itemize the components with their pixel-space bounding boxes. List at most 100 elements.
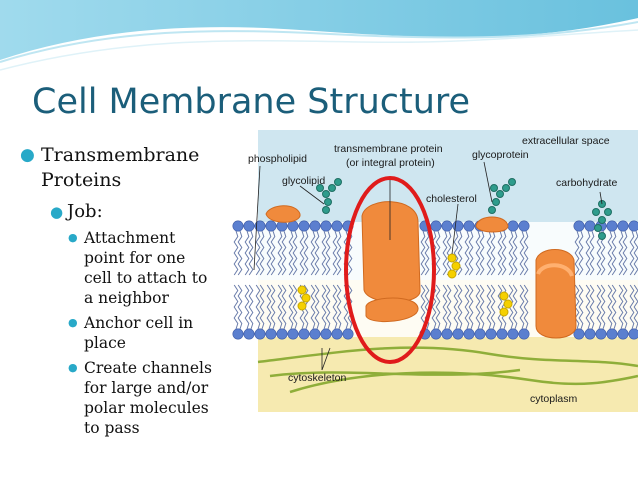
phospholipid-head: [298, 220, 310, 232]
phospholipid-head: [573, 328, 585, 340]
phospholipid-head: [452, 328, 464, 340]
phospholipid-head: [331, 328, 343, 340]
bullet-dot-icon: ●: [50, 203, 64, 221]
bullet-level3: ● Anchor cell in place: [20, 313, 235, 353]
bullet-line: polar molecules: [84, 399, 209, 417]
phospholipid-tail: [446, 284, 452, 330]
phospholipid-head: [507, 328, 519, 340]
phospholipid-head: [441, 328, 453, 340]
label-glycoprotein: glycoprotein: [472, 149, 529, 161]
bullet-line: Transmembrane: [41, 144, 200, 166]
phospholipid-head: [309, 328, 321, 340]
header-wave-decoration: [0, 0, 638, 71]
phospholipid-tail: [486, 284, 492, 330]
phospholipid-head: [232, 220, 244, 232]
bullet-level3: ● Attachment point for one cell to attac…: [20, 228, 235, 308]
phospholipid-head: [430, 328, 442, 340]
bullet-line: Attachment: [84, 229, 176, 247]
phospholipid-tail: [468, 284, 474, 330]
label-integral-protein: (or integral protein): [346, 157, 435, 169]
phospholipid-tail: [618, 284, 624, 330]
phospholipid-head: [584, 220, 596, 232]
phospholipid-tail: [233, 230, 239, 276]
phospholipid-head: [287, 328, 299, 340]
bullet-dot-icon: ●: [68, 316, 78, 329]
phospholipid-head: [232, 328, 244, 340]
phospholipid-tail: [292, 284, 298, 330]
bullet-dot-icon: ●: [68, 231, 78, 244]
phospholipid-head: [573, 220, 585, 232]
phospholipid-tail: [585, 284, 591, 330]
phospholipid-head: [628, 220, 638, 232]
phospholipid-tail: [519, 284, 525, 330]
phospholipid-tail: [292, 230, 298, 276]
phospholipid-tail: [622, 230, 628, 276]
phospholipid-tail: [270, 230, 276, 276]
phospholipid-tail: [596, 284, 602, 330]
highlight-ring: [344, 176, 436, 364]
phospholipid-head: [309, 220, 321, 232]
phospholipid-tail: [512, 230, 518, 276]
phospholipid-tail: [314, 230, 320, 276]
bullet-line: cell to attach to: [84, 269, 208, 287]
phospholipid-tail: [424, 230, 430, 276]
phospholipid-tail: [244, 230, 250, 276]
bullet-line: Anchor cell in: [84, 314, 194, 332]
phospholipid-tail: [332, 284, 338, 330]
bullet-line: point for one: [84, 249, 186, 267]
phospholipid-tail: [288, 284, 294, 330]
label-cytoplasm: cytoplasm: [530, 393, 578, 405]
phospholipid-head: [485, 328, 497, 340]
bullet-line: Proteins: [41, 169, 122, 191]
phospholipid-tail: [277, 284, 283, 330]
peripheral-protein-left: [265, 205, 301, 223]
phospholipid-head: [320, 328, 332, 340]
bullet-line: a neighbor: [84, 289, 169, 307]
bullet-line: Job:: [67, 201, 103, 222]
phospholipid-tail: [310, 284, 316, 330]
phospholipid-head: [276, 328, 288, 340]
label-phospholipid: phospholipid: [248, 153, 307, 165]
phospholipid-head: [518, 220, 530, 232]
phospholipid-head: [342, 328, 354, 340]
phospholipid-tail: [336, 230, 342, 276]
phospholipid-tail: [501, 230, 507, 276]
phospholipid-tail: [281, 284, 287, 330]
phospholipid-tail: [435, 284, 441, 330]
phospholipid-head: [320, 220, 332, 232]
phospholipid-tail: [589, 284, 595, 330]
phospholipid-head: [474, 328, 486, 340]
bullet-line: to pass: [84, 419, 140, 437]
phospholipid-head: [331, 220, 343, 232]
bullet-dot-icon: ●: [20, 145, 35, 165]
phospholipid-tail: [611, 230, 617, 276]
phospholipid-tail: [259, 230, 265, 276]
phospholipid-tail: [310, 230, 316, 276]
bullet-dot-icon: ●: [68, 361, 78, 374]
phospholipid-tail: [237, 230, 243, 276]
phospholipid-tail: [233, 284, 239, 330]
phospholipid-tail: [512, 284, 518, 330]
phospholipid-tail: [442, 284, 448, 330]
label-extracellular-space: extracellular space: [522, 135, 610, 147]
phospholipid-tail: [578, 230, 584, 276]
phospholipid-tail: [420, 284, 426, 330]
phospholipid-tail: [589, 230, 595, 276]
phospholipid-tail: [435, 230, 441, 276]
phospholipid-head: [265, 328, 277, 340]
phospholipid-head: [254, 328, 266, 340]
label-cytoskeleton: cytoskeleton: [288, 372, 347, 384]
phospholipid-tail: [479, 230, 485, 276]
phospholipid-tail: [248, 284, 254, 330]
small-protein-top: [475, 216, 509, 233]
label-leader-lines: [253, 161, 603, 371]
phospholipid-head: [518, 328, 530, 340]
phospholipid-tail: [508, 230, 514, 276]
bullet-level1: ● Transmembrane Proteins: [20, 143, 235, 193]
phospholipid-tail: [453, 284, 459, 330]
phospholipid-tail: [446, 230, 452, 276]
phospholipid-tail: [303, 230, 309, 276]
phospholipid-tail: [490, 284, 496, 330]
phospholipid-head: [628, 328, 638, 340]
phospholipid-head: [463, 220, 475, 232]
